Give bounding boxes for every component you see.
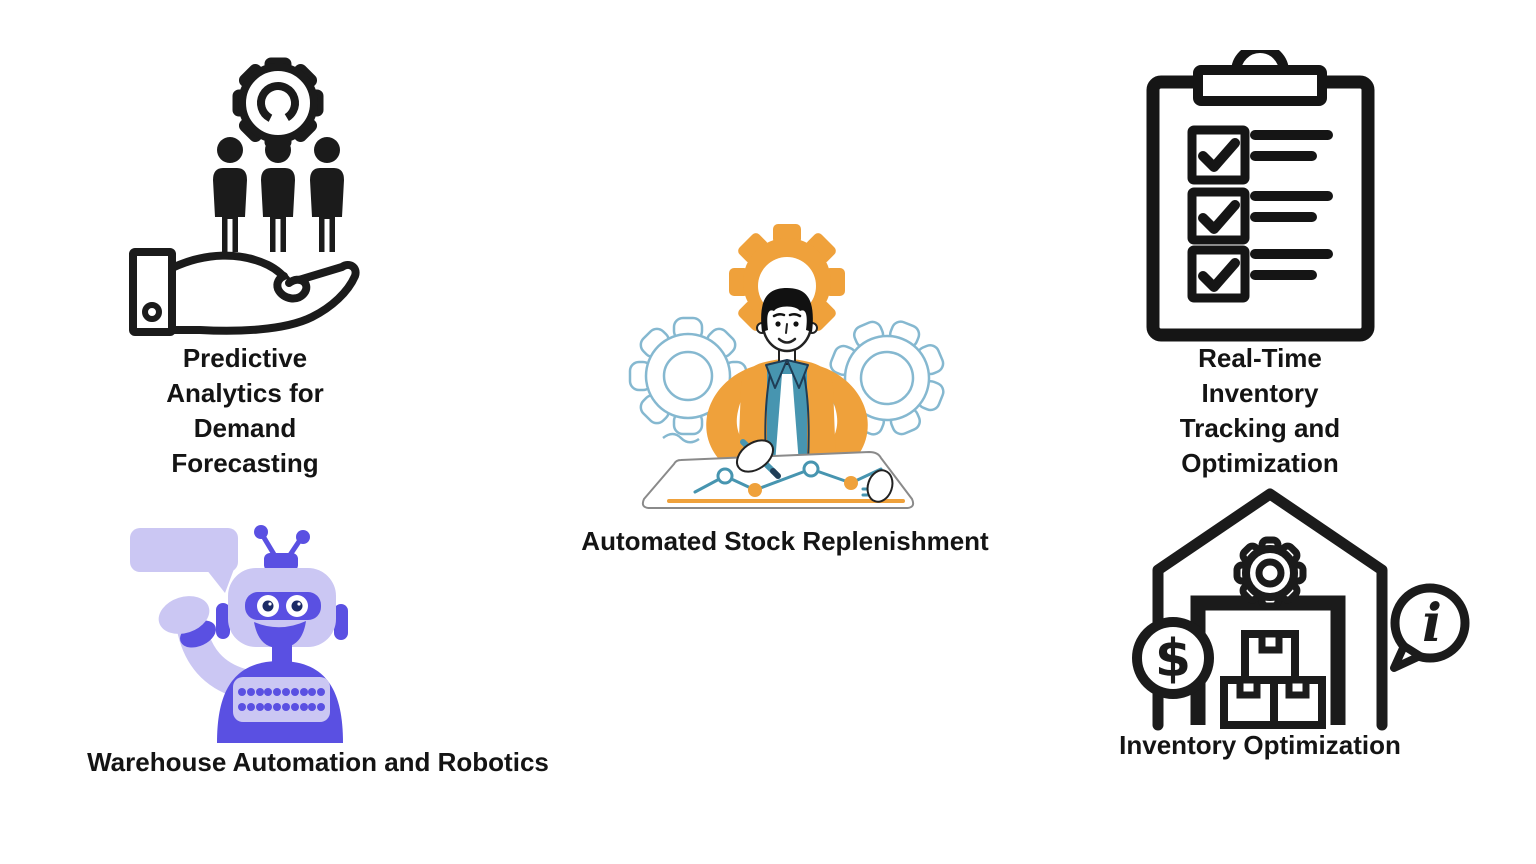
boxes-icon	[1220, 630, 1326, 729]
clipboard-handle	[1231, 50, 1289, 73]
check-icon	[1198, 200, 1240, 234]
background-gear-icon	[628, 316, 945, 444]
checklist-row	[1187, 245, 1333, 303]
person-silhouette	[261, 137, 295, 252]
label-line: Automated Stock Replenishment	[581, 526, 989, 556]
collar	[765, 359, 788, 389]
open-hand-icon	[129, 248, 360, 336]
label-line: Predictive	[182, 343, 308, 373]
robot-panel	[233, 677, 330, 722]
clipboard-clip	[1193, 65, 1327, 106]
label-line: Analytics for	[166, 378, 324, 408]
left-arm	[706, 364, 766, 477]
dollar-glyph: $	[1155, 629, 1191, 689]
hair	[761, 288, 813, 332]
label-line: Demand	[193, 413, 297, 443]
robot-ear	[334, 604, 348, 640]
checklist-row	[1187, 187, 1333, 245]
label-line: Real-Time	[1198, 343, 1322, 373]
resting-hand	[866, 469, 894, 503]
right-arm	[808, 364, 868, 477]
checklist-row	[1187, 125, 1333, 185]
info-bubble-icon: i	[1390, 583, 1470, 672]
speech-bubble-icon	[130, 528, 238, 593]
person-silhouette	[310, 137, 344, 252]
check-icon	[1198, 258, 1240, 292]
chat-robot-icon	[130, 525, 348, 743]
label-line: Tracking and	[1179, 413, 1341, 443]
label-inventory-optimization: Inventory Optimization	[1110, 728, 1410, 763]
robot-ear	[216, 603, 230, 639]
label-automated-stock: Automated Stock Replenishment	[535, 524, 1035, 559]
label-line: Inventory Optimization	[1119, 730, 1401, 760]
robot-body	[217, 645, 343, 743]
team-people-icon	[213, 137, 344, 252]
robot-smile	[254, 621, 306, 648]
info-glyph: i	[1422, 593, 1442, 654]
label-line: Warehouse Automation and Robotics	[87, 747, 549, 777]
person-silhouette	[213, 137, 247, 252]
tie	[775, 374, 799, 464]
chart-sheet	[641, 451, 915, 509]
hands	[735, 439, 894, 503]
panel-dots	[238, 688, 325, 711]
collar	[786, 359, 809, 389]
label-line: Optimization	[1181, 448, 1339, 478]
antenna-tip	[254, 525, 268, 539]
label-warehouse-automation: Warehouse Automation and Robotics	[68, 745, 568, 780]
antenna-tip	[296, 530, 310, 544]
clipboard-checklist-icon	[1146, 50, 1375, 342]
gear-icon	[232, 57, 324, 149]
label-predictive-analytics: Predictive Analytics for Demand Forecast…	[95, 341, 395, 481]
label-line: Forecasting	[171, 448, 319, 478]
hand-holding-team-gear-icon	[129, 57, 360, 336]
clipboard-board	[1146, 75, 1375, 342]
robot-head	[216, 525, 348, 648]
writing-hand	[735, 439, 775, 473]
label-realtime-tracking: Real-Time Inventory Tracking and Optimiz…	[1110, 341, 1410, 481]
label-line: Inventory	[1201, 378, 1319, 408]
dollar-badge: $	[1132, 617, 1214, 699]
check-icon	[1198, 138, 1240, 172]
robot-visor	[245, 592, 321, 620]
head	[756, 288, 818, 353]
analyst-figure	[706, 288, 868, 477]
analyst-with-gears-illustration	[628, 224, 945, 509]
gear-icon	[1233, 536, 1307, 610]
warehouse-dollar-info-icon: $ i	[1132, 488, 1470, 731]
